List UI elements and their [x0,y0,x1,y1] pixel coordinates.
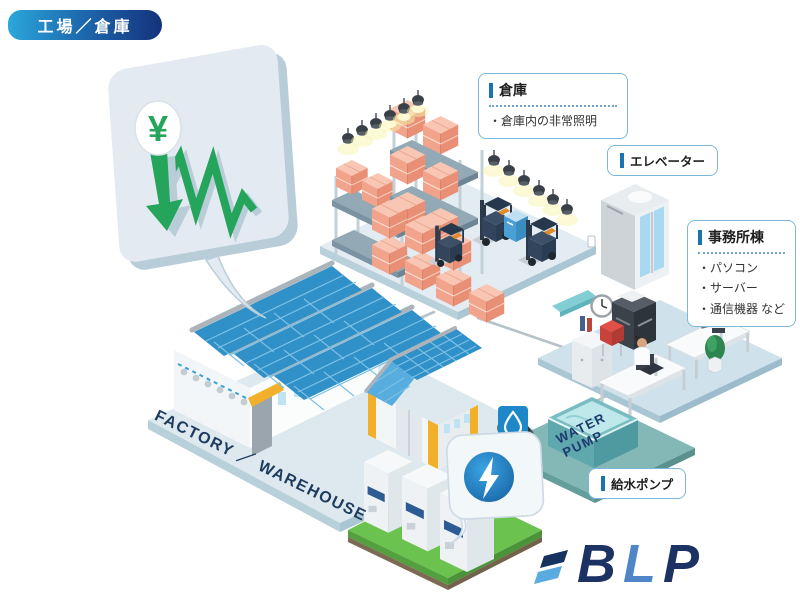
elevator [587,184,669,290]
water-tank [547,397,639,468]
dotted-separator [698,252,786,254]
blp-logo: BLP [577,537,706,591]
warehouse-building [364,326,482,470]
cost-down-arrow-icon [146,150,191,237]
callout-office: 事務所棟 ・パソコン ・サーバー ・通信機器 など [687,220,797,328]
accent-bar [601,476,605,491]
power-pulse-icon [164,145,263,243]
callout-office-item: ・通信機器 など [698,301,786,316]
callout-office-title: 事務所棟 [708,231,764,246]
power-bubble [446,431,545,545]
logo-letter-b: B [577,534,623,594]
page-title: 工場／倉庫 [37,19,133,36]
callout-pump: 給水ポンプ [588,468,687,499]
solar-roof [189,260,442,411]
lightning-icon [479,457,499,499]
cost-bubble: ¥ [108,44,298,319]
ac-unit [552,290,596,317]
office-worker-1 [633,335,654,370]
callout-warehouse-item: ・倉庫内の非常照明 [489,114,598,128]
accent-bar [620,153,624,168]
yen-circle-icon: ¥ [134,100,182,156]
potted-plant [705,335,725,374]
supply-cart [600,320,624,356]
callout-elevator: エレベーター [607,145,719,176]
svg-text:¥: ¥ [148,108,168,149]
dotted-separator [489,105,617,107]
factory-building [174,260,442,456]
blp-logo-mark [534,550,568,584]
wall-clock [590,294,614,318]
page-header-badge: 工場／倉庫 [8,10,162,40]
cubicle-yard [348,450,542,590]
callout-pump-title: 給水ポンプ [611,478,674,492]
accent-bar [489,82,493,98]
callout-warehouse: 倉庫 ・倉庫内の非常照明 [478,73,628,140]
storage-rack-tall [389,99,484,284]
logo-letter-p: P [663,534,707,594]
callout-elevator-title: エレベーター [630,155,706,169]
callout-office-item: ・パソコン [698,261,759,275]
callout-warehouse-title: 倉庫 [499,84,527,99]
callout-office-item: ・サーバー [698,281,758,296]
accent-bar [698,229,702,245]
logo-letter-l: L [623,534,663,594]
charging-station [504,210,528,242]
forklifts [427,196,559,268]
